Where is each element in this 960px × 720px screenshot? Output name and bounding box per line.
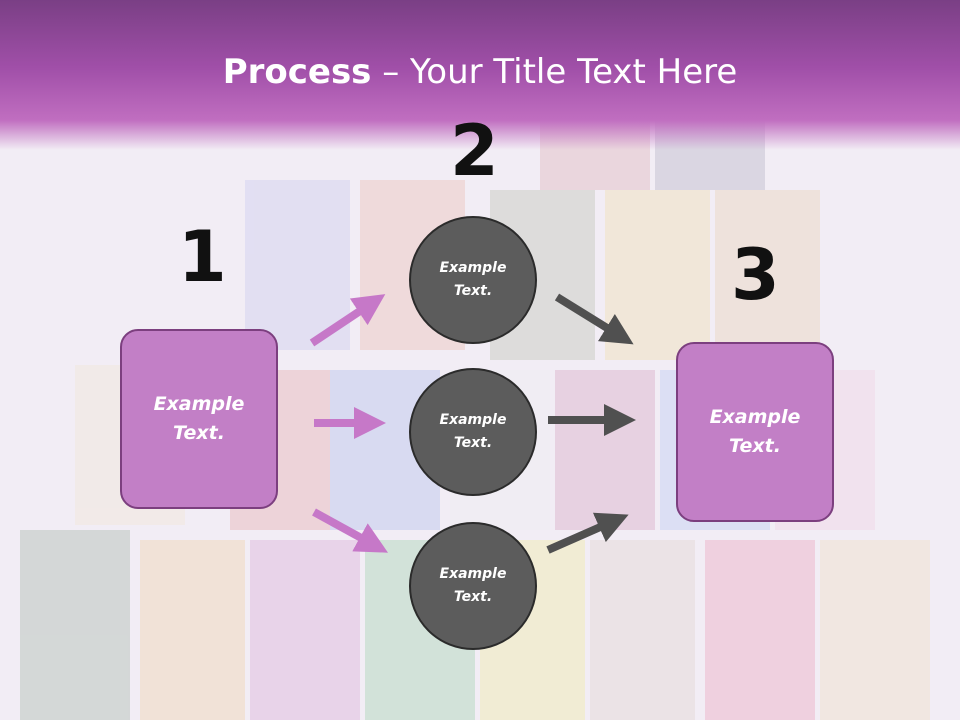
step-1-box: Example Text. — [120, 329, 278, 509]
step-number-3: 3 — [731, 234, 780, 316]
arrow-from-circle-top — [554, 293, 634, 345]
step-3-box-text: Example Text. — [709, 406, 801, 457]
title-banner — [0, 0, 960, 150]
step-3-box: Example Text. — [676, 342, 834, 522]
arrow-to-circle-top — [309, 294, 386, 347]
circle-bottom-text: Example Text. — [439, 566, 507, 605]
step-2-circle-top: Example Text. — [409, 216, 537, 344]
step-number-2: 2 — [450, 110, 499, 192]
step-2-circle-middle: Example Text. — [409, 368, 537, 496]
arrow-from-circle-bottom — [546, 512, 629, 554]
arrow-to-circle-bottom — [312, 508, 389, 553]
title-bold: Process — [222, 52, 372, 92]
step-2-circle-bottom: Example Text. — [409, 522, 537, 650]
step-1-box-text: Example Text. — [153, 393, 245, 444]
circle-top-text: Example Text. — [439, 260, 507, 299]
circle-middle-text: Example Text. — [439, 412, 507, 451]
slide-title: Process – Your Title Text Here — [0, 52, 960, 92]
step-number-1: 1 — [178, 216, 227, 298]
title-rest: – Your Title Text Here — [371, 52, 738, 92]
